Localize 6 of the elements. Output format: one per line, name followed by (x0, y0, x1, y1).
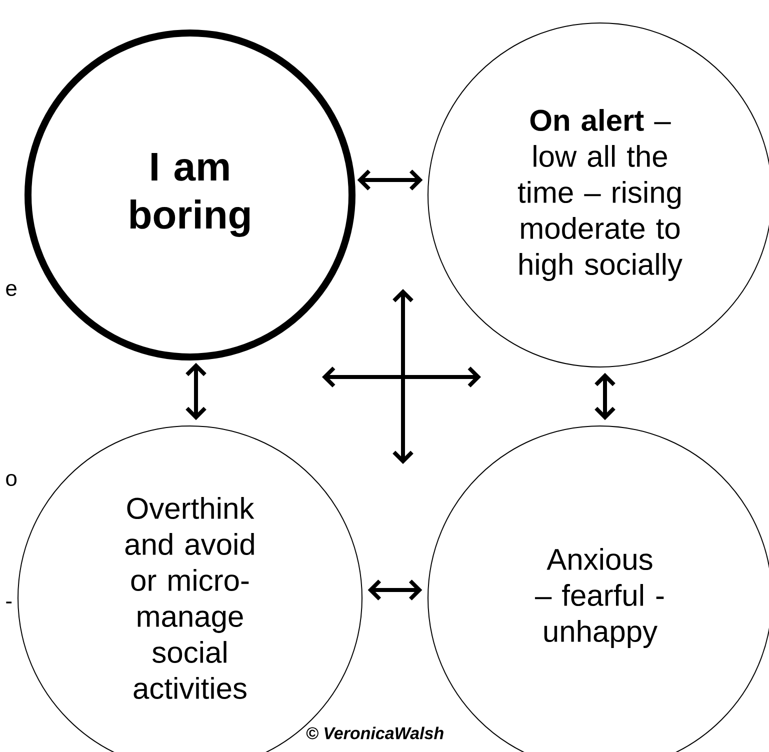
label-text: © VeronicaWalsh (306, 726, 444, 740)
double-arrow (186, 362, 206, 420)
circle-node: I am boring (24, 30, 356, 360)
double-arrow (357, 170, 423, 190)
double-arrow (368, 580, 422, 600)
double-arrow (594, 372, 616, 420)
